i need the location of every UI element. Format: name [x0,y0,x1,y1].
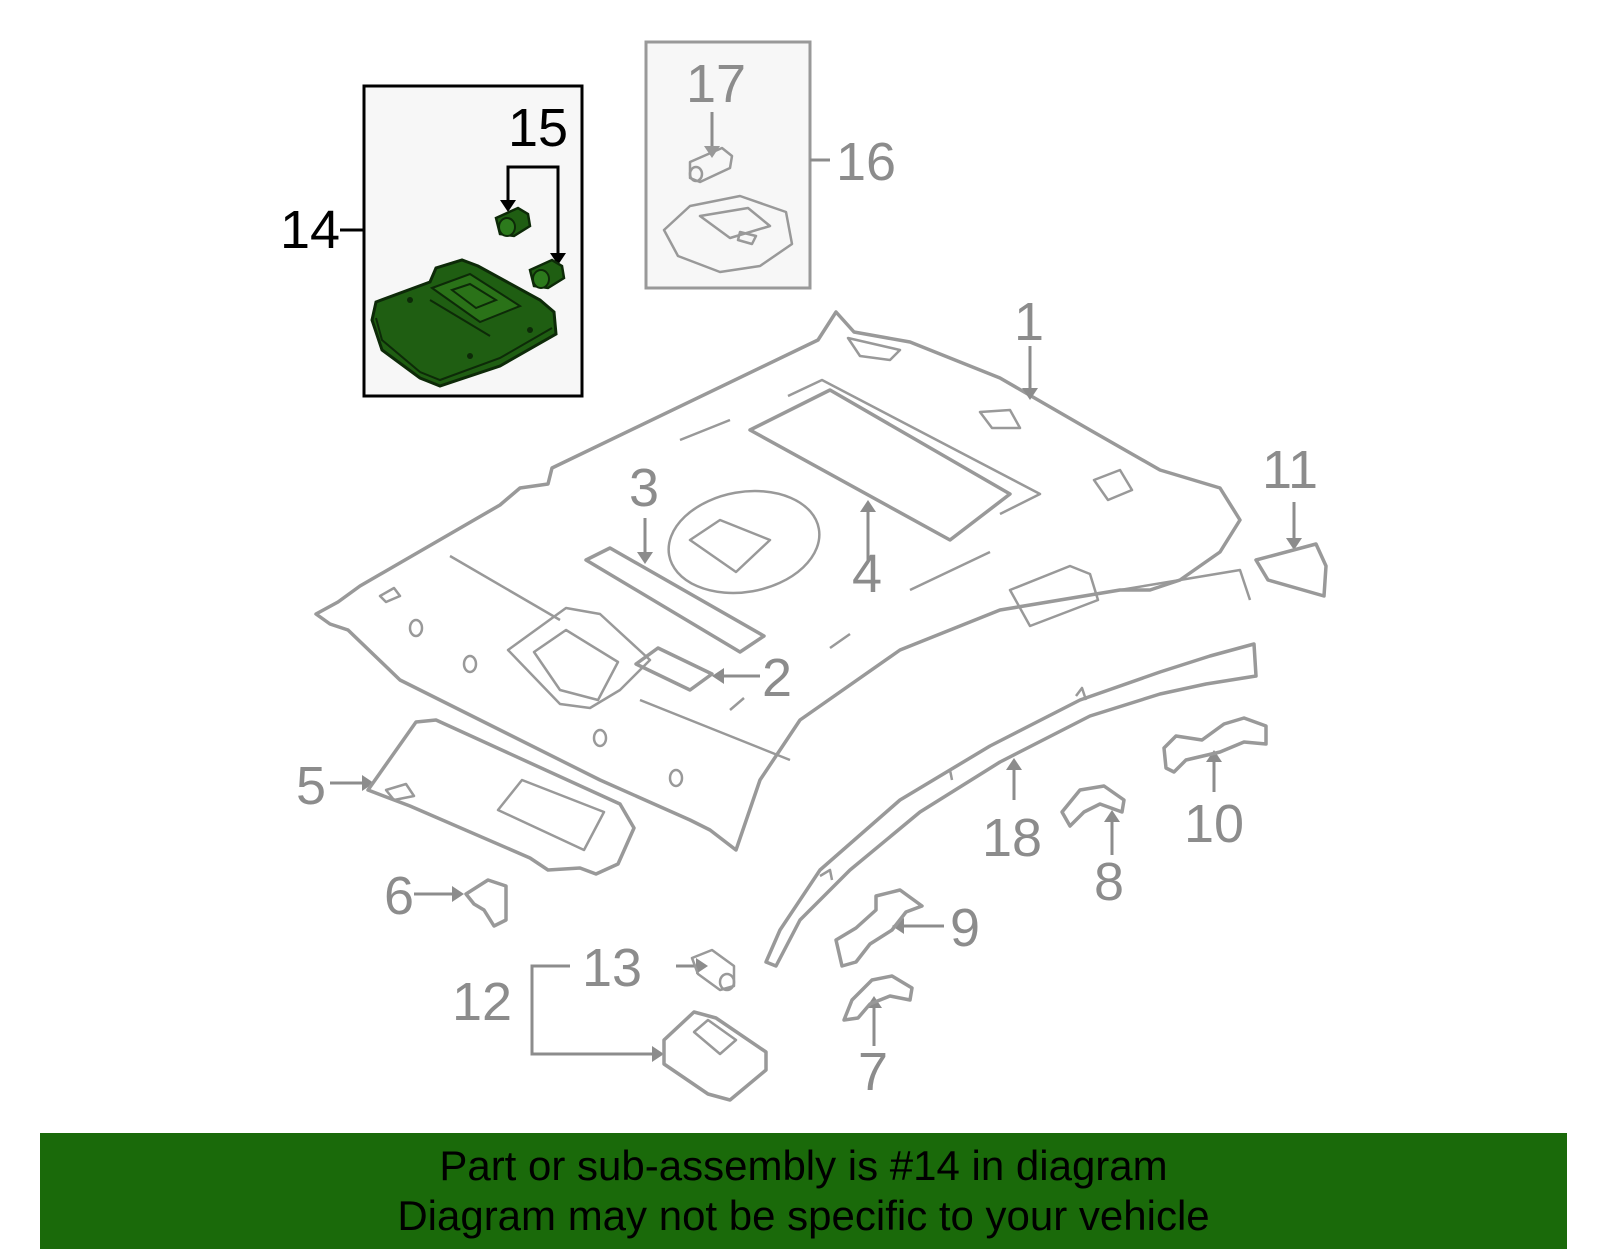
cargo-lamp-12[interactable] [662,1010,768,1102]
info-banner: Part or sub-assembly is #14 in diagram D… [40,1133,1567,1249]
pad-11[interactable] [1254,542,1328,598]
callout-15[interactable]: 15 [508,98,568,158]
leaders [330,346,1302,1062]
handle-8[interactable] [1060,784,1126,828]
callout-5[interactable]: 5 [296,756,326,816]
callout-14[interactable]: 14 [280,200,340,260]
bulb-13[interactable] [690,948,736,992]
callout-11[interactable]: 11 [1262,440,1318,500]
trim-strip-18[interactable] [764,642,1258,968]
callout-13[interactable]: 13 [582,938,642,998]
callout-18[interactable]: 18 [982,808,1042,868]
callout-10[interactable]: 10 [1184,794,1244,854]
sun-visor-5[interactable] [366,718,636,876]
map-lamp-16[interactable] [662,194,794,274]
bracket-9[interactable] [834,888,924,968]
callout-1[interactable]: 1 [1014,292,1044,352]
bulb-17[interactable] [688,146,734,184]
callout-16[interactable]: 16 [836,132,896,192]
banner-line-2: Diagram may not be specific to your vehi… [397,1192,1210,1239]
callout-3[interactable]: 3 [629,458,659,518]
callout-12[interactable]: 12 [452,972,512,1032]
banner-text: Part or sub-assembly is #14 in diagram D… [40,1133,1567,1241]
handle-bracket-10[interactable] [1162,716,1268,774]
dome-lamp-14[interactable] [370,258,558,388]
callout-17[interactable]: 17 [686,54,746,114]
callout-6[interactable]: 6 [384,866,414,926]
callout-7[interactable]: 7 [858,1042,888,1102]
bulb-15b[interactable] [528,258,566,290]
callout-8[interactable]: 8 [1094,852,1124,912]
callout-9[interactable]: 9 [950,898,980,958]
bulb-15a[interactable] [494,206,532,238]
callout-2[interactable]: 2 [762,648,792,708]
callout-4[interactable]: 4 [852,544,882,604]
handle-7[interactable] [842,974,914,1022]
headliner-1[interactable] [314,310,1252,852]
banner-line-1: Part or sub-assembly is #14 in diagram [439,1142,1168,1189]
visor-clip-6[interactable] [464,878,508,928]
